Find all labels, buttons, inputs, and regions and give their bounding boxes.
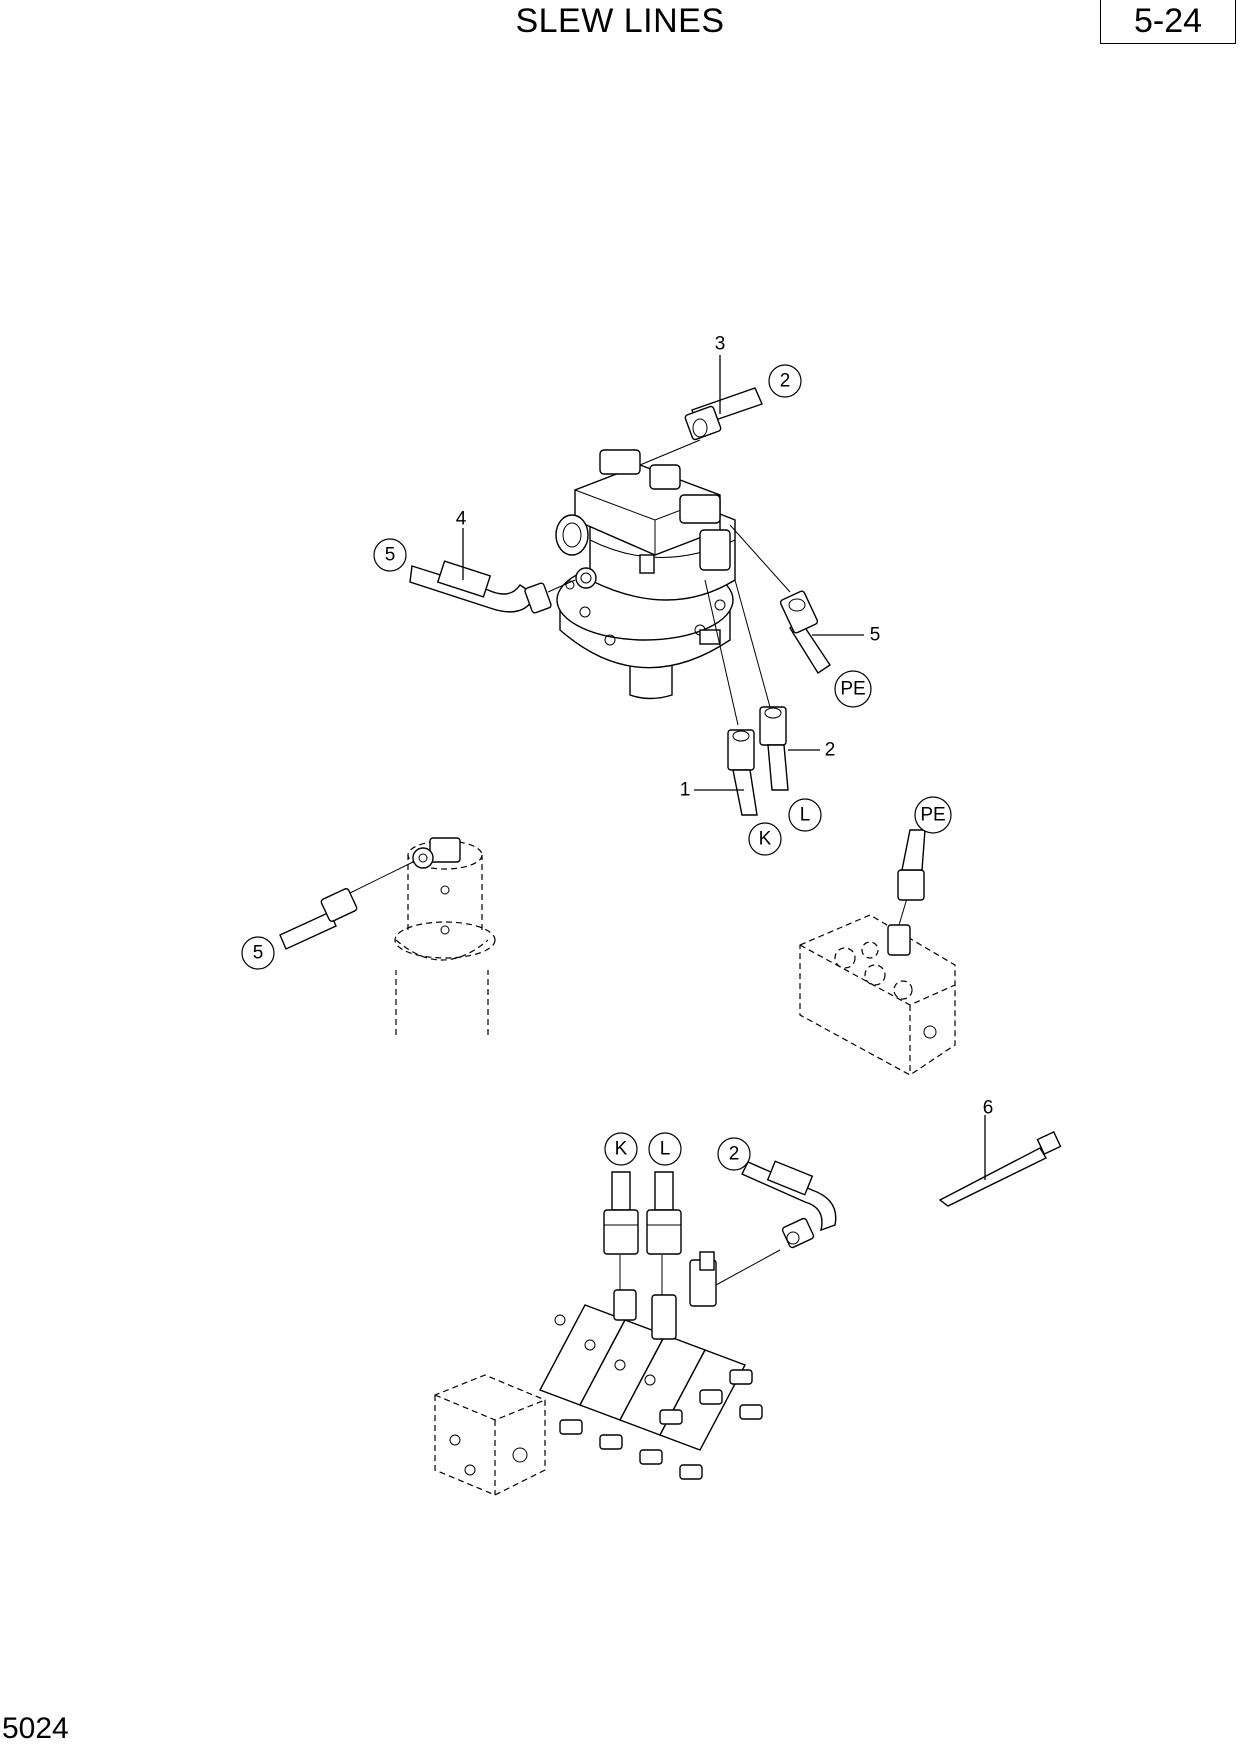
callout-item-6: 6 — [983, 1098, 994, 1119]
callout-bubble-2-bottom-label: 2 — [729, 1144, 740, 1165]
callout-bubble-l-bottom — [648, 1132, 682, 1166]
page-number-box: 5-24 — [1100, 0, 1236, 44]
hose-items-1-2 — [694, 579, 820, 816]
callout-bubble-k-top-label: K — [759, 829, 772, 850]
callout-item-5-right: 5 — [870, 625, 881, 646]
port-block — [799, 829, 956, 1076]
callout-item-2-mid: 2 — [825, 740, 836, 761]
cable-tie-item-6 — [938, 1115, 1062, 1207]
hose-item-4 — [409, 528, 576, 614]
callout-bubble-top-2-label: 2 — [780, 371, 791, 392]
callout-item-1: 1 — [680, 780, 691, 801]
callout-bubble-left-5-label: 5 — [385, 545, 396, 566]
callout-bubble-pe-top-label: PE — [840, 679, 865, 700]
callout-bubble-swivel-5 — [241, 936, 275, 970]
callout-bubble-swivel-5-label: 5 — [253, 943, 264, 964]
callout-bubble-l-top-label: L — [800, 805, 811, 826]
callout-bubble-k-bottom — [604, 1132, 638, 1166]
page-title: SLEW LINES — [515, 2, 725, 40]
swivel-joint — [279, 837, 496, 1035]
callout-bubble-pe-right — [914, 796, 952, 834]
hose-item-3 — [639, 355, 763, 466]
drawing-code: 5024 — [2, 1712, 69, 1745]
hose-item-5-upper — [729, 524, 864, 674]
callout-bubble-k-bottom-label: K — [615, 1139, 628, 1160]
slew-motor — [555, 449, 736, 700]
callout-bubble-l-top — [788, 798, 822, 832]
hoses-k-l-bottom — [603, 1171, 682, 1255]
callout-item-4: 4 — [456, 509, 467, 530]
control-valve — [434, 1249, 781, 1496]
callout-bubble-left-5 — [373, 538, 407, 572]
callout-item-3: 3 — [715, 334, 726, 355]
callout-bubble-k-top — [748, 822, 782, 856]
hose-bottom-2 — [741, 1160, 837, 1249]
callout-bubble-l-bottom-label: L — [660, 1139, 671, 1160]
callout-bubble-2-bottom — [717, 1137, 751, 1171]
callout-bubble-top-2 — [768, 364, 802, 398]
callout-bubble-pe-right-label: PE — [920, 805, 945, 826]
callout-bubble-pe-top — [834, 670, 872, 708]
